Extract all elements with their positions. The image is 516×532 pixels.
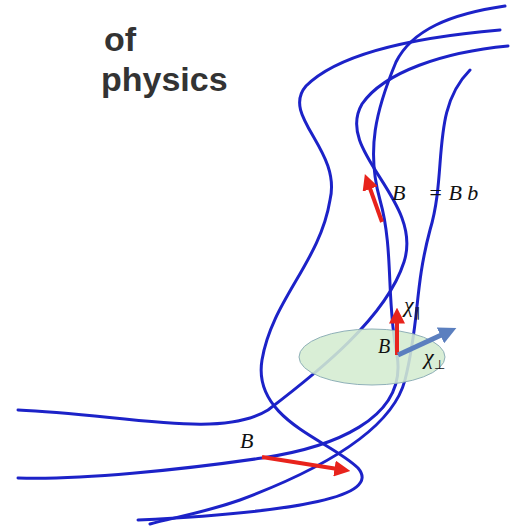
vector-label: B⃗ [378,336,406,356]
symbol: χ [424,344,434,369]
vector-label: B⃗ [240,430,271,452]
symbol: χ [404,292,414,317]
ellipse-outline [298,328,446,386]
subscript: ⊥ [434,357,445,372]
subscript: ∥ [414,305,421,320]
coefficient-label: χ⊥ [424,346,445,371]
field-line [18,46,508,424]
parallel-vector [395,314,399,355]
coefficient-label: χ∥ [404,294,421,319]
field-line [150,70,470,524]
field-line [138,30,500,520]
ellipse-shape [299,329,445,385]
title-fragment: physics [101,62,228,96]
cross-section-ellipse: B⃗ [298,328,446,386]
title-fragment: of [104,22,136,56]
field-line [18,6,505,478]
field-vector [262,457,344,470]
vector-label: B⃗ = B b [392,182,478,204]
field-vector [367,180,382,222]
